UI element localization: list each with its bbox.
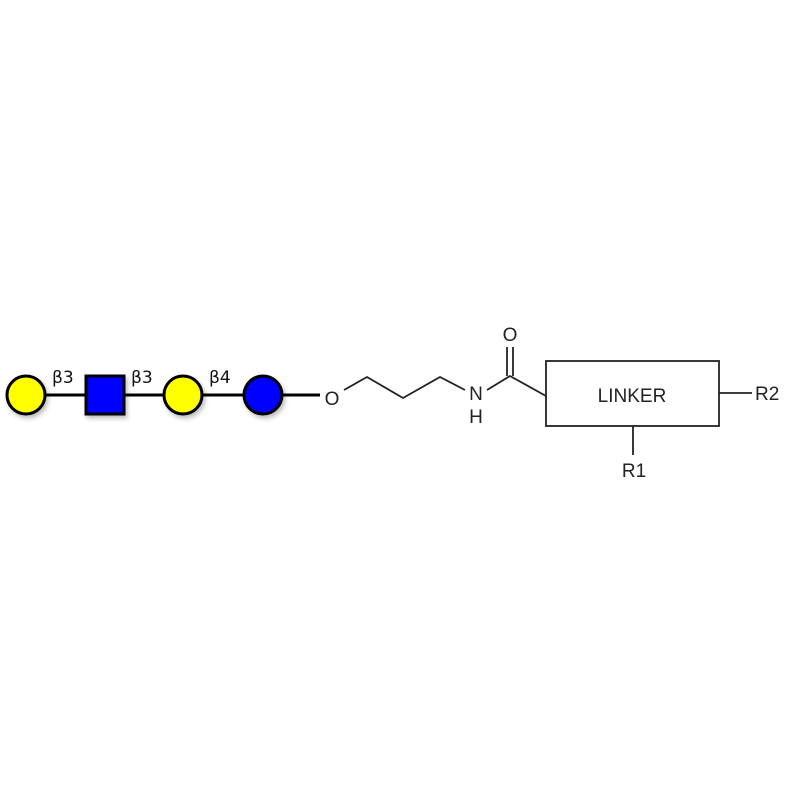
r1-label: R1 (622, 461, 646, 482)
carbonyl-oxygen-atom: O (503, 325, 518, 346)
linker-label: LINKER (598, 386, 667, 407)
linkage-label: β4 (209, 368, 231, 388)
linkage-label: β3 (52, 368, 74, 388)
glcnac-square (84, 374, 126, 416)
glucose-circle (242, 374, 284, 416)
r2-label: R2 (755, 384, 779, 405)
galactose-circle (5, 374, 47, 416)
hydrogen-atom: H (469, 407, 483, 428)
linker-box (545, 360, 720, 427)
galactose-circle (162, 374, 204, 416)
oxygen-atom: O (325, 389, 340, 410)
linkage-label: β3 (131, 368, 153, 388)
propyl-chain (343, 375, 466, 400)
amide-bond (486, 374, 547, 397)
nitrogen-atom: N (469, 384, 483, 405)
